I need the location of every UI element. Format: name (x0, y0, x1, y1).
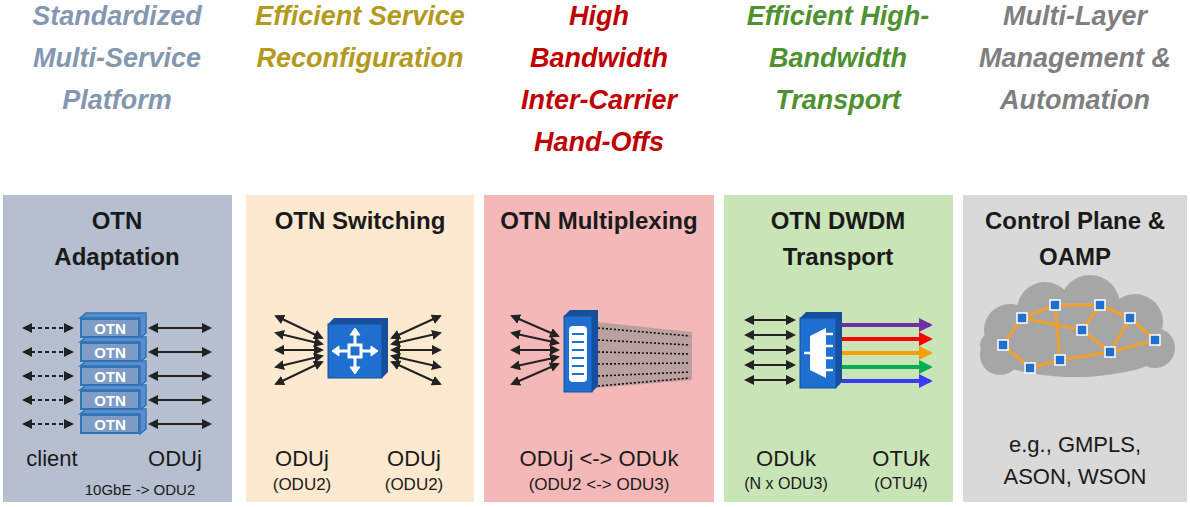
network-cloud (980, 275, 1175, 377)
network-links (1003, 305, 1155, 368)
benefit-heading: High Bandwidth Inter-Carrier Hand-Offs (504, 0, 694, 163)
mux-arrows (512, 316, 558, 384)
function-panel: Control Plane & OAMP e.g., GMPLS, ASON, W… (963, 195, 1187, 502)
panel-label: e.g., GMPLS, ASON, WSON (990, 429, 1160, 493)
box-label: OTN (94, 320, 126, 337)
function-panel: OTN SwitchingODUj(ODU2)ODUj(ODU2) (246, 195, 474, 502)
panel-label: 10GbE -> ODU2 (85, 480, 195, 500)
mux-icon (564, 310, 598, 392)
panel-label: (N x ODU3) (744, 474, 828, 495)
benefit-heading: Efficient High-Bandwidth Transport (724, 0, 952, 121)
panel-label: OTUk (872, 445, 929, 474)
dwdm-icon (800, 312, 842, 388)
panel-label: (ODU2 <-> ODU3) (529, 474, 670, 496)
function-panel: OTN Adaptation client ODUj 10GbE -> ODU2 OTN… (3, 195, 232, 502)
otn-box: OTN (80, 414, 140, 434)
panel-title: Control Plane & OAMP (975, 203, 1175, 275)
dwdm-client-arrows (746, 320, 794, 380)
panel-label: ODUk (756, 445, 816, 474)
mux-trunk (596, 322, 692, 388)
panel-label: (ODU2) (385, 474, 444, 496)
adaptation-arrows (24, 328, 210, 424)
function-panel: OTN DWDM TransportODUk(N x ODU3) OTUk(OTU… (724, 195, 953, 502)
panel-ground (3, 195, 232, 502)
benefit-heading: Multi-Layer Management & Automation (968, 0, 1183, 121)
switch-arrows (276, 316, 440, 384)
switch-icon (328, 318, 388, 378)
panel-ground (246, 195, 474, 502)
network-nodes (998, 300, 1160, 373)
box-depth (80, 313, 146, 434)
box-label: OTN (94, 416, 126, 433)
panel-ground (724, 195, 953, 502)
otn-box: OTN (80, 318, 140, 338)
benefit-heading: Standardized Multi-Service Platform (10, 0, 225, 121)
panel-label: ODUj (275, 445, 329, 474)
panel-label: (ODU2) (273, 474, 332, 496)
benefit-heading: Efficient Service Reconfiguration (244, 0, 476, 79)
panel-label: ODUj (387, 445, 441, 474)
function-panel: OTN MultiplexingODUj <-> ODUk(ODU2 <-> O… (484, 195, 714, 502)
panel-label: (OTU4) (874, 474, 927, 495)
panel-ground (963, 195, 1187, 502)
panel-title: OTN Switching (270, 203, 450, 239)
wavelength-arrows (842, 325, 930, 381)
otn-box: OTN (80, 390, 140, 410)
box-label: OTN (94, 344, 126, 361)
panel-ground (484, 195, 714, 502)
panel-label: ODUj <-> ODUk (520, 445, 679, 474)
otn-box: OTN (80, 342, 140, 362)
panel-label: ODUj (148, 445, 202, 474)
otn-box: OTN (80, 366, 140, 386)
box-label: OTN (94, 368, 126, 385)
box-label: OTN (94, 392, 126, 409)
panel-label: client (26, 445, 77, 474)
panel-title: OTN Multiplexing (499, 203, 699, 239)
panel-title: OTN Adaptation (37, 203, 197, 275)
panel-title: OTN DWDM Transport (748, 203, 928, 275)
